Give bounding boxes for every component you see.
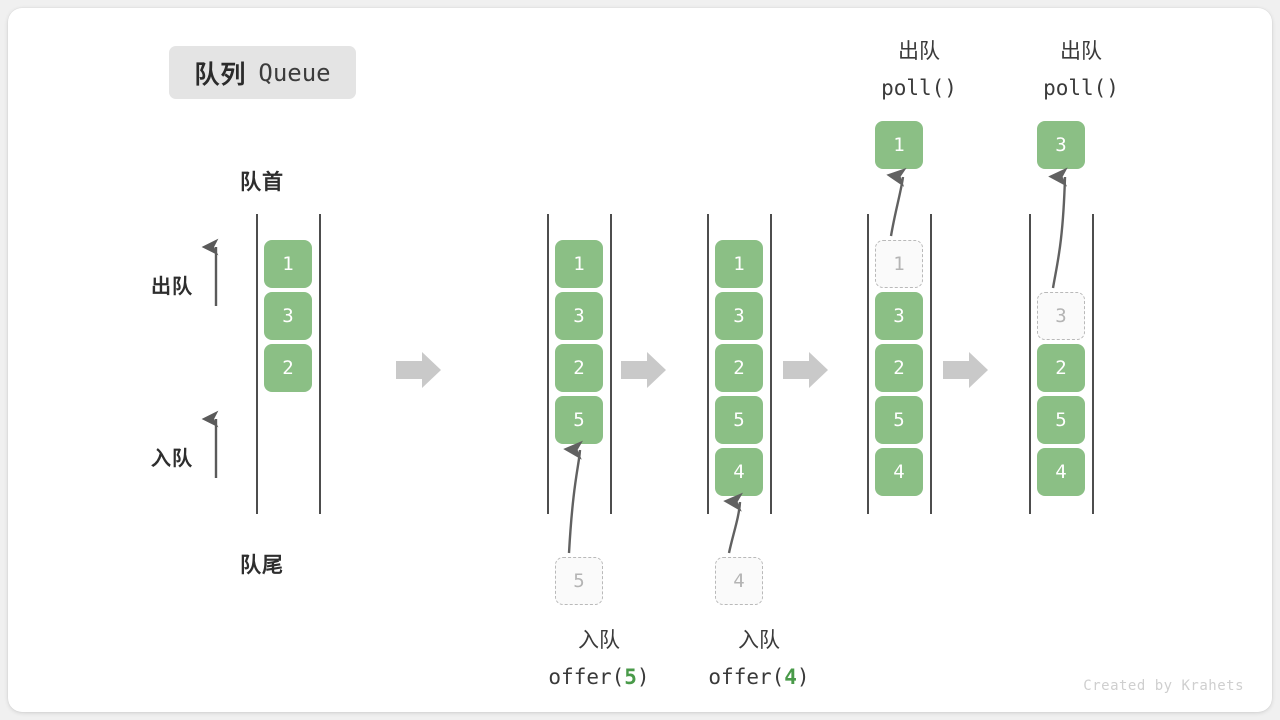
- queue-cell-full[interactable]: 4: [875, 448, 923, 496]
- queue-cell-ghost[interactable]: 3: [1037, 292, 1085, 340]
- step-arrow-1: [396, 350, 442, 390]
- queue-cell-full[interactable]: 5: [875, 396, 923, 444]
- op-label-cn: 出队: [898, 40, 940, 63]
- rail-left: [256, 214, 258, 514]
- op-label-enqueue: 入队 offer(4): [679, 623, 839, 695]
- step-arrow-icon: [943, 352, 988, 388]
- label-enqueue: 入队: [151, 448, 193, 470]
- step-arrow-4: [943, 350, 989, 390]
- watermark: Created by Krahets: [1083, 678, 1244, 694]
- queue-cell-full[interactable]: 5: [555, 396, 603, 444]
- op-label-fn: offer(5): [548, 665, 650, 689]
- title-english: Queue: [258, 58, 331, 87]
- queue-cell-full[interactable]: 4: [715, 448, 763, 496]
- op-label-fn: poll(): [881, 76, 957, 100]
- op-label-cn: 入队: [578, 629, 620, 652]
- step-arrow-icon: [396, 352, 441, 388]
- rail-right: [319, 214, 321, 514]
- op-label-dequeue: 出队 poll(): [839, 34, 999, 106]
- queue-cell-full[interactable]: 3: [715, 292, 763, 340]
- step-arrow-icon: [783, 352, 828, 388]
- rail-right: [770, 214, 772, 514]
- step-arrow-3: [783, 350, 829, 390]
- op-label-fn: offer(4): [708, 665, 810, 689]
- caption-queue-tail: 队尾: [240, 554, 284, 577]
- popped-element[interactable]: 3: [1037, 121, 1085, 169]
- queue-cell-full[interactable]: 3: [555, 292, 603, 340]
- queue-cell-full[interactable]: 1: [555, 240, 603, 288]
- rail-right: [1092, 214, 1094, 514]
- title-badge: 队列 Queue: [169, 46, 356, 99]
- title-chinese: 队列: [194, 60, 247, 89]
- rail-left: [707, 214, 709, 514]
- queue-cell-full[interactable]: 3: [264, 292, 312, 340]
- pending-element[interactable]: 5: [555, 557, 603, 605]
- op-label-dequeue: 出队 poll(): [1001, 34, 1161, 106]
- rail-left: [1029, 214, 1031, 514]
- queue-cell-full[interactable]: 2: [555, 344, 603, 392]
- queue-cell-full[interactable]: 2: [264, 344, 312, 392]
- queue-cell-full[interactable]: 2: [715, 344, 763, 392]
- queue-cell-ghost[interactable]: 1: [875, 240, 923, 288]
- queue-cell-full[interactable]: 2: [1037, 344, 1085, 392]
- popped-element[interactable]: 1: [875, 121, 923, 169]
- queue-cell-full[interactable]: 5: [1037, 396, 1085, 444]
- step-arrow-2: [621, 350, 667, 390]
- queue-cell-full[interactable]: 1: [715, 240, 763, 288]
- op-arg: 4: [784, 665, 797, 689]
- rail-right: [930, 214, 932, 514]
- rail-left: [547, 214, 549, 514]
- caption-queue-head: 队首: [240, 171, 284, 194]
- op-label-cn: 入队: [738, 629, 780, 652]
- op-label-cn: 出队: [1060, 40, 1102, 63]
- op-label-fn: poll(): [1043, 76, 1119, 100]
- step-arrow-icon: [621, 352, 666, 388]
- queue-cell-full[interactable]: 2: [875, 344, 923, 392]
- pending-element[interactable]: 4: [715, 557, 763, 605]
- queue-cell-full[interactable]: 4: [1037, 448, 1085, 496]
- label-dequeue: 出队: [151, 276, 193, 298]
- queue-cell-full[interactable]: 1: [264, 240, 312, 288]
- queue-cell-full[interactable]: 3: [875, 292, 923, 340]
- op-label-enqueue: 入队 offer(5): [519, 623, 679, 695]
- rail-left: [867, 214, 869, 514]
- rail-right: [610, 214, 612, 514]
- op-arg: 5: [624, 665, 637, 689]
- queue-cell-full[interactable]: 5: [715, 396, 763, 444]
